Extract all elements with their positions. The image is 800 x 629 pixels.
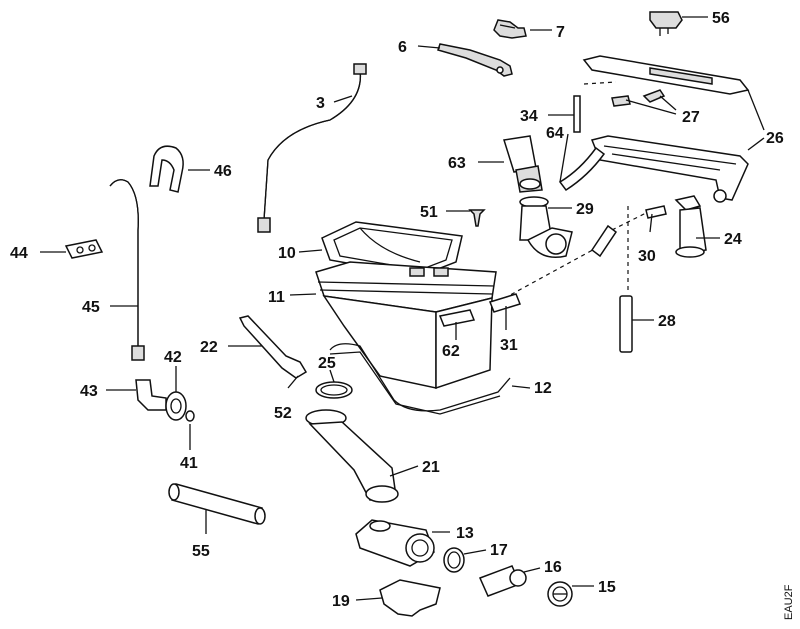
part-46-hook [149,145,184,193]
label-11: 11 [268,289,285,306]
label-21: 21 [422,459,440,476]
label-22: 22 [200,339,218,356]
label-6: 6 [398,39,407,56]
label-15: 15 [598,579,616,596]
part-64-hose [558,146,606,192]
label-19: 19 [332,593,350,610]
label-51: 51 [420,204,438,221]
label-34: 34 [520,108,538,125]
label-43: 43 [80,383,98,400]
part-42-nut [165,391,187,421]
part-25-clamp [315,381,353,399]
label-27: 27 [682,109,700,126]
part-24-bellows [674,195,707,258]
leader-lines [40,16,765,601]
part-30-tube [645,205,667,219]
part-31-hose [489,293,521,313]
label-31: 31 [500,337,518,354]
part-6-lever [437,43,513,77]
label-16: 16 [544,559,562,576]
part-26-dispenser-housing [582,55,750,203]
label-17: 17 [490,542,508,559]
label-13: 13 [456,525,474,542]
label-3: 3 [316,95,325,112]
label-25: 25 [318,355,336,372]
label-42: 42 [164,349,182,366]
part-55-tube [168,483,266,525]
part-22-hose [238,315,308,379]
label-62: 62 [442,343,460,360]
part-11-tub [315,261,497,390]
part-44-clip [64,239,104,259]
part-45-drain-hose [109,179,145,361]
part-41-oring [185,410,195,422]
part-19-bracket [379,579,441,617]
label-44: 44 [10,245,28,262]
label-24: 24 [724,231,742,248]
part-12-gasket [329,343,511,415]
part-63-bracket [503,135,543,193]
part-13-pump [355,519,435,567]
part-56-bracket [649,11,683,36]
part-29-bellows [519,196,573,258]
label-55: 55 [192,543,210,560]
label-12: 12 [534,380,552,397]
part-62-clamp [438,309,476,327]
part-51-screw [468,209,486,227]
part-3-inlet-hose [257,63,367,233]
label-52: 52 [274,405,292,422]
label-29: 29 [576,201,594,218]
label-46: 46 [214,163,232,180]
label-26: 26 [766,130,784,147]
label-10: 10 [278,245,296,262]
part-28-rod [619,295,633,353]
part-27-pins [583,81,666,107]
label-45: 45 [82,299,100,316]
label-64: 64 [546,125,564,142]
part-hose-small [590,224,618,258]
part-17-ring [443,547,465,573]
part-labels: 3 6 7 10 11 12 13 15 16 17 19 21 22 24 2… [10,10,795,620]
part-43-elbow [135,379,167,411]
part-34-rod [573,95,581,133]
label-63: 63 [448,155,466,172]
label-28: 28 [658,313,676,330]
label-30: 30 [638,248,656,265]
part-7-clip [493,19,527,39]
part-21-sump-hose [305,409,399,503]
diagram-code: EAU2F [783,584,795,620]
part-16-filter [478,565,527,597]
label-41: 41 [180,455,198,472]
label-56: 56 [712,10,730,27]
label-7: 7 [556,24,565,41]
part-15-cap [547,581,573,607]
